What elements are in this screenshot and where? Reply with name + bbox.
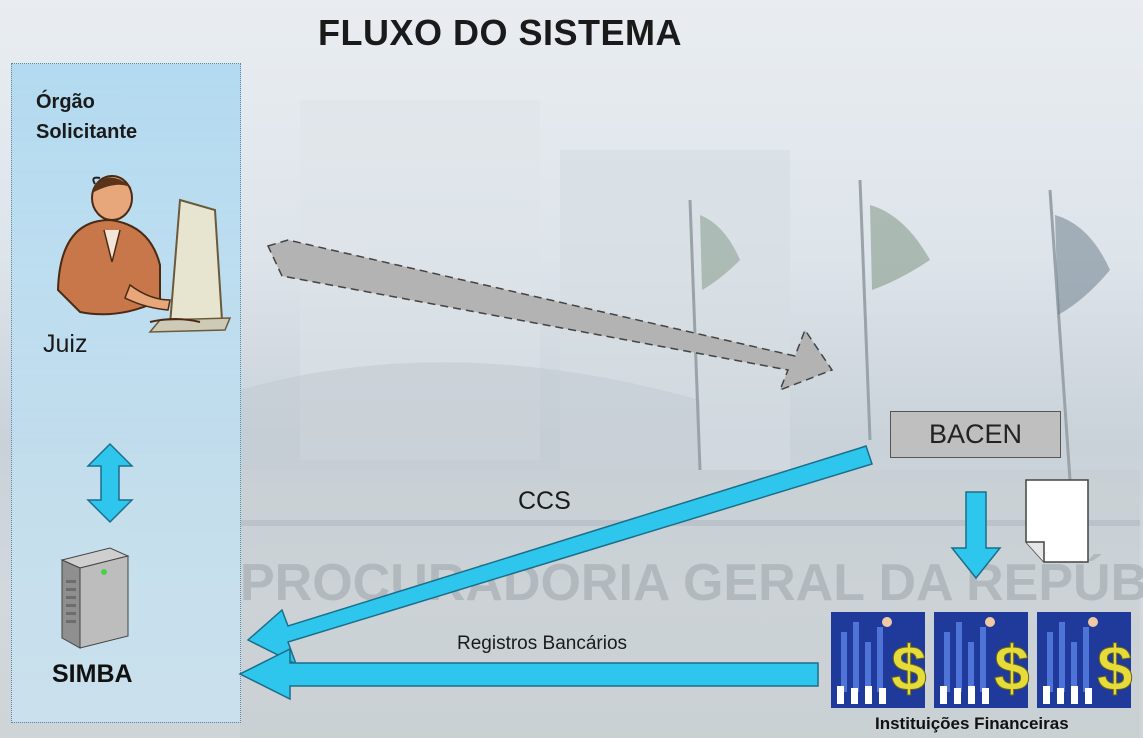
judge-label: Juiz bbox=[43, 330, 88, 358]
ccs-arrow bbox=[246, 445, 873, 666]
svg-text:$: $ bbox=[891, 632, 927, 704]
ccs-label: CCS bbox=[518, 487, 571, 515]
person-at-computer-icon bbox=[56, 175, 232, 333]
bank-records-arrow bbox=[238, 647, 819, 701]
bacen-box: BACEN bbox=[890, 411, 1061, 458]
bank-records-label: Registros Bancários bbox=[457, 633, 628, 654]
request-arrow bbox=[266, 239, 834, 392]
svg-text:$: $ bbox=[994, 632, 1030, 704]
requesting-organ-label: Órgão Solicitante bbox=[36, 87, 236, 147]
requesting-organ-label-line2: Solicitante bbox=[36, 121, 138, 143]
bacen-down-arrow bbox=[950, 491, 1002, 580]
financial-institution-icon: $ bbox=[831, 612, 927, 708]
requesting-organ-label-line1: Órgão bbox=[36, 91, 95, 113]
simba-label: SIMBA bbox=[52, 660, 133, 688]
bidirectional-arrow-icon bbox=[86, 442, 134, 524]
financial-institution-icon: $ bbox=[1037, 612, 1133, 708]
financial-institutions-label: Instituições Financeiras bbox=[875, 714, 1069, 733]
page-title: FLUXO DO SISTEMA bbox=[317, 12, 682, 53]
requesting-organ-panel bbox=[11, 63, 241, 723]
svg-text:$: $ bbox=[1097, 632, 1133, 704]
financial-institution-icon: $ bbox=[934, 612, 1030, 708]
document-icon bbox=[1025, 479, 1089, 563]
bacen-label: BACEN bbox=[928, 419, 1023, 449]
server-tower-icon bbox=[60, 547, 130, 649]
